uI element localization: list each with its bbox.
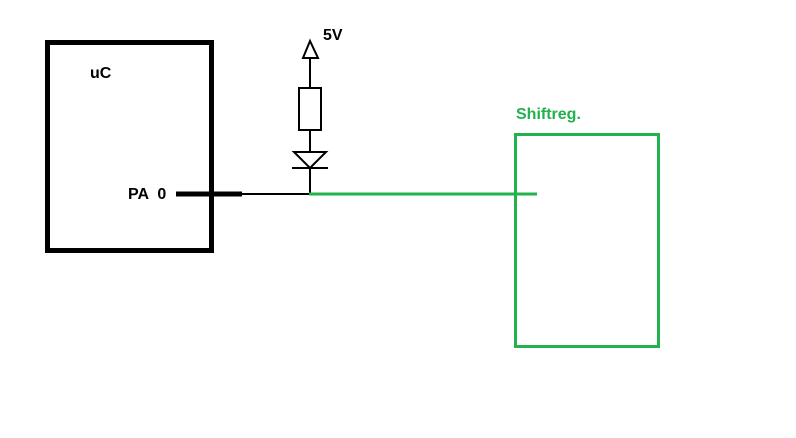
pin-label: PA 0: [128, 186, 167, 203]
shift-register-box: [514, 133, 660, 348]
microcontroller-box: [45, 40, 214, 253]
resistor-icon: [298, 87, 322, 131]
diode-icon: [291, 151, 329, 170]
supply-arrow-icon: [301, 38, 320, 59]
supply-label: 5V: [323, 27, 343, 44]
microcontroller-label: uC: [90, 65, 112, 82]
shift-register-label: Shiftreg.: [516, 106, 581, 123]
